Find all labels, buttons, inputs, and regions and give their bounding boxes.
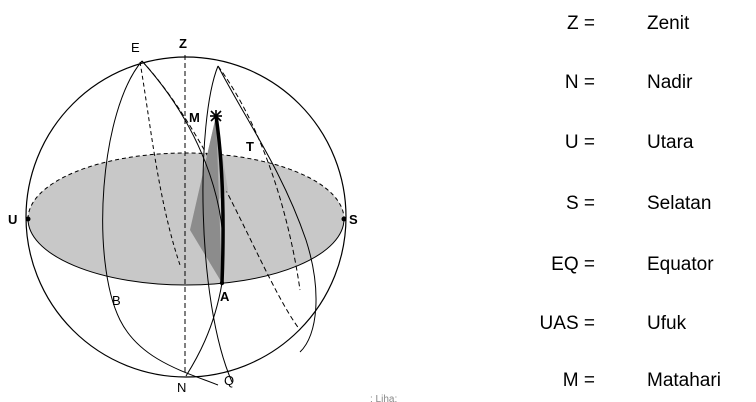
legend-row-ufuk: UAS = Ufuk (0, 312, 756, 336)
legend-symbol: M = (562, 370, 595, 391)
label-z: Z (179, 36, 187, 51)
legend-row-matahari: M = Matahari (0, 369, 756, 393)
cropped-caption-text: ; Liha: (370, 394, 398, 402)
legend-row-zenit: Z = Zenit (0, 12, 756, 36)
legend-symbol: Z = (567, 13, 595, 34)
legend-row-nadir: N = Nadir (0, 71, 756, 95)
label-t: T (246, 139, 254, 154)
legend-definition: Nadir (647, 72, 693, 93)
sun-altitude-arc (214, 115, 225, 284)
horizon-front-arc (27, 218, 345, 286)
legend-symbol: EQ = (551, 254, 595, 275)
legend-row-selatan: S = Selatan (0, 192, 756, 216)
legend-row-equator: EQ = Equator (0, 253, 756, 277)
label-e: E (131, 40, 140, 55)
celestial-sphere-outline (25, 56, 347, 378)
point-marker-u (25, 216, 31, 222)
sun-vertical-circle-left (202, 65, 233, 383)
celestial-sphere-diagram: Z E M T U S B A N Q (8, 36, 358, 395)
legend-definition: Selatan (647, 193, 712, 214)
legend-symbol: U = (564, 132, 595, 153)
legend-symbol: UAS = (539, 313, 595, 334)
legend-symbol: S = (565, 193, 595, 214)
legend-definition: Ufuk (647, 313, 687, 334)
label-a: A (220, 289, 230, 304)
legend-definition: Matahari (647, 370, 721, 391)
legend-definition: Equator (647, 254, 714, 275)
legend-definition: Utara (647, 132, 694, 153)
legend-symbol: N = (564, 72, 595, 93)
sun-marker (210, 110, 222, 122)
horizon-plane (28, 153, 344, 285)
meridian-back-arc (217, 65, 301, 291)
shaded-triangle-dark (190, 116, 222, 283)
label-s: S (349, 212, 358, 227)
legend-row-utara: U = Utara (0, 131, 756, 155)
label-n: N (177, 380, 186, 395)
label-q: Q (224, 373, 234, 388)
celestial-equator-arc (102, 60, 219, 386)
label-m: M (189, 110, 200, 125)
vertical-circle-back-arc (139, 61, 181, 266)
legend-definition: Zenit (647, 13, 690, 34)
label-u: U (8, 212, 17, 227)
label-b: B (112, 293, 121, 308)
point-marker-a (219, 280, 225, 286)
horizon-back-arc (27, 152, 345, 220)
point-marker-s (341, 216, 347, 222)
sun-vertical-circle-right (217, 65, 317, 353)
